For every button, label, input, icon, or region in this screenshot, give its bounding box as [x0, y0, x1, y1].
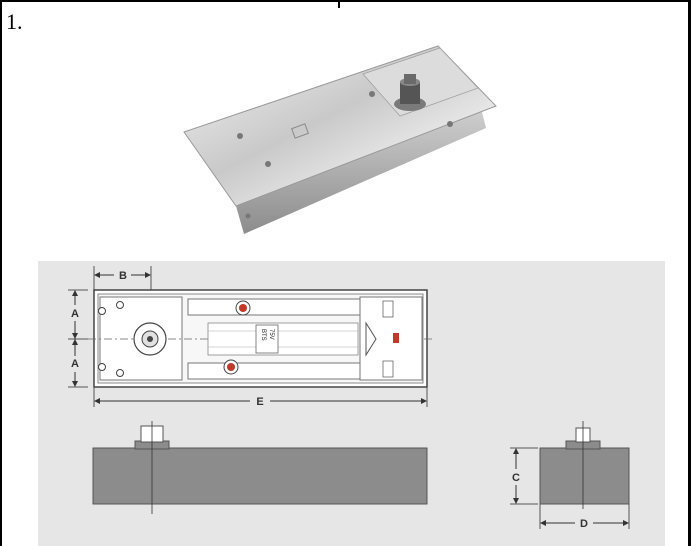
dim-a-lower-label: A [71, 358, 79, 370]
floor-spring-photo [183, 45, 497, 234]
dim-a-upper-label: A [71, 308, 79, 320]
plate-line2: 75V [268, 329, 274, 340]
dim-d-label: D [580, 518, 588, 530]
table-border-right [688, 0, 691, 546]
side-view [92, 421, 428, 514]
table-border-left [0, 0, 2, 546]
technical-drawing-panel: B A A [38, 261, 665, 546]
dim-b-label: B [119, 270, 127, 282]
end-view [539, 421, 630, 509]
dimension-c: C [510, 447, 538, 505]
dimension-d: D [539, 504, 630, 530]
table-column-divider [338, 0, 340, 8]
dimension-a: A A [68, 289, 88, 388]
plate-line1: BTS [260, 329, 266, 341]
dim-e-label: E [256, 396, 263, 408]
table-border-top [0, 0, 691, 2]
dim-c-label: C [512, 472, 520, 484]
dimension-e: E [93, 387, 428, 408]
item-number: 1. [6, 9, 23, 34]
technical-drawing: B A A [68, 266, 630, 530]
top-view: BTS 75V [88, 289, 433, 388]
dimension-b: B [93, 266, 152, 291]
